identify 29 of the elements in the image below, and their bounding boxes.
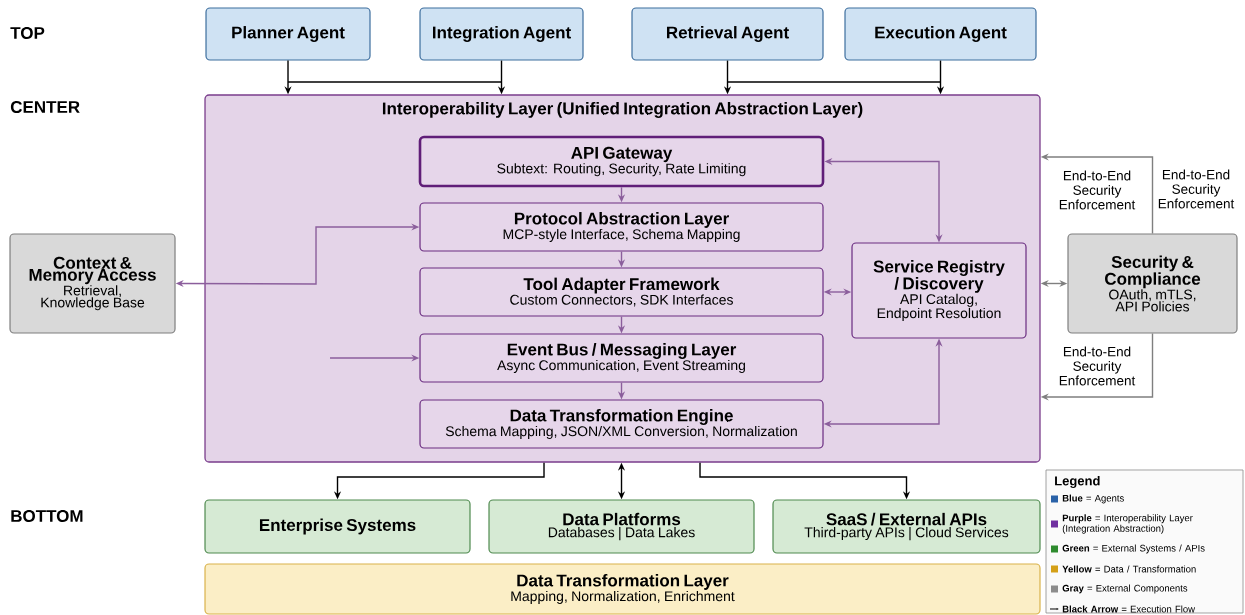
- legend-text: Yellow = Data / Transformation: [1062, 565, 1196, 573]
- agent-box: Execution Agent: [844, 7, 1037, 61]
- legend-text: Blue = Agents: [1062, 494, 1124, 504]
- agent-box: Retrieval Agent: [631, 7, 824, 61]
- component-box: Context & Memory Access Retrieval, Knowledge Base: [9, 233, 176, 334]
- process-box: API Gateway Subtext: Routing, Security, Rate Limiting: [418, 135, 825, 188]
- annotation-text: End-to-End Security Enforcement: [1158, 169, 1235, 209]
- process-box: Tool Adapter Framework Custom Connectors, SDK Interfaces: [419, 267, 824, 317]
- agent-box: Planner Agent: [205, 7, 371, 61]
- system-box: SaaS / External APIs Third-party APIs | Cloud Services: [772, 499, 1041, 554]
- legend-text: Black Arrow = Execution Flow: [1062, 605, 1195, 613]
- row-label: TOP: [10, 27, 45, 39]
- process-box: Data Transformation Engine Schema Mapping, JSON/XML Conversion, Normalization: [419, 399, 824, 449]
- process-box: Service Registry / Discovery API Catalog, Endpoint Resolution: [851, 242, 1027, 339]
- row-label: BOTTOM: [11, 509, 83, 522]
- agent-box: Integration Agent: [419, 7, 584, 61]
- row-label: CENTER: [10, 101, 80, 113]
- legend-text: Green = External Systems / APIs: [1062, 544, 1205, 554]
- system-box: Data Platforms Databases | Data Lakes: [488, 499, 755, 554]
- edge-label: End-to-End Security Enforcement: [1059, 346, 1136, 386]
- process-box: Protocol Abstraction Layer MCP-style Interface, Schema Mapping: [419, 202, 824, 252]
- process-box: Event Bus / Messaging Layer Async Communication, Event Streaming: [419, 333, 824, 383]
- layer-band: Data Transformation Layer Mapping, Normalization, Enrichment: [204, 563, 1041, 615]
- edge-label: End-to-End Security Enforcement: [1059, 170, 1136, 210]
- legend-text: Gray = External Components: [1062, 584, 1188, 594]
- component-box: Security & Compliance OAuth, mTLS, API Policies: [1067, 233, 1238, 334]
- legend-title: Legend: [1055, 475, 1100, 489]
- system-box: Enterprise Systems: [204, 499, 471, 554]
- legend-text: Purple = Interoperability Layer (Integration Abstraction): [1062, 514, 1193, 534]
